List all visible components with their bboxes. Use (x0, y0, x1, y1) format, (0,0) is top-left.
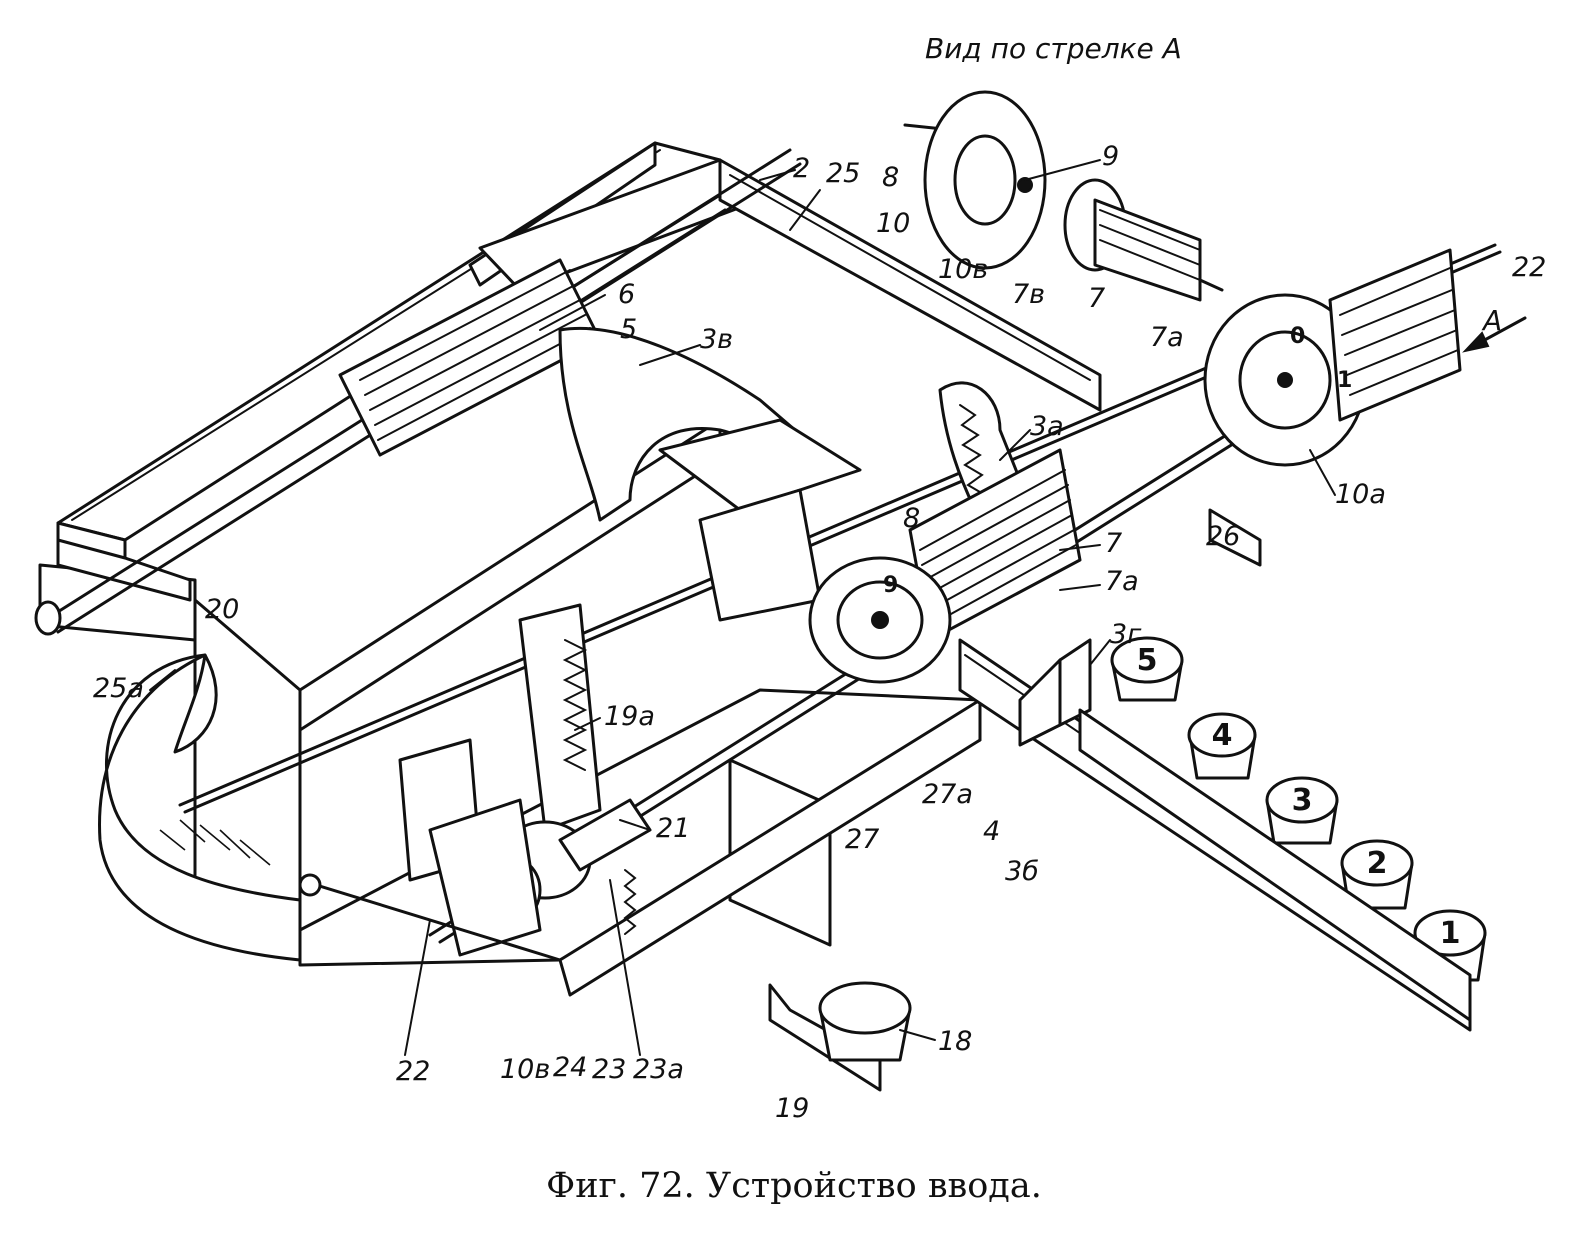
label-23a: 23а (633, 1054, 684, 1085)
label-7: 7 (1105, 528, 1122, 559)
label-10: 10 (876, 208, 910, 239)
label-3b: 3б (1005, 856, 1039, 887)
label-2: 2 (793, 153, 810, 184)
label-3g: 3г (1110, 619, 1142, 650)
shafts (34, 148, 1502, 944)
arrow-a (1462, 316, 1527, 353)
label-25a: 25а (93, 673, 144, 704)
base-hatching (159, 819, 271, 866)
label-10v: 10в (500, 1054, 550, 1085)
label-3a: 3а (1030, 411, 1064, 442)
label-6: 6 (618, 279, 635, 310)
key-2[interactable]: 2 (1340, 839, 1414, 910)
label-a: А (1481, 304, 1502, 337)
label-24: 24 (553, 1052, 587, 1083)
label-4: 4 (983, 816, 1000, 847)
label-7a-inset: 7а (1150, 322, 1184, 353)
key-5[interactable]: 5 (1110, 636, 1184, 702)
label-10a: 10а (1335, 479, 1386, 510)
number-keys: 5 4 3 2 1 (768, 636, 1487, 1092)
dial-digit-9: 9 (883, 573, 898, 598)
view-title: Вид по стрелке А (925, 32, 1182, 65)
label-25: 25 (826, 158, 860, 189)
label-22-top: 22 (1512, 252, 1546, 283)
label-20: 20 (205, 594, 239, 625)
label-7-inset: 7 (1088, 283, 1105, 314)
inset-view-a (903, 90, 1224, 302)
label-10v-inset: 10в (938, 254, 988, 285)
label-21: 21 (656, 813, 690, 844)
label-8-inset: 8 (882, 162, 899, 193)
label-7a: 7а (1105, 566, 1139, 597)
label-23: 23 (592, 1054, 626, 1085)
key-4[interactable]: 4 (1187, 712, 1257, 780)
label-27a: 27а (922, 779, 973, 810)
label-26: 26 (1206, 521, 1240, 552)
label-18: 18 (938, 1026, 972, 1057)
dial-digits: 0 9 1 (883, 324, 1352, 598)
lower-left-levers (298, 738, 637, 962)
central-mechanism (468, 418, 1082, 997)
label-3v: 3в (700, 324, 733, 355)
key-5-label: 5 (1137, 643, 1158, 678)
dial-digit-0: 0 (1290, 324, 1305, 349)
key-3-label: 3 (1292, 783, 1313, 818)
label-22-bottom: 22 (396, 1056, 430, 1087)
dial-digit-1: 1 (1337, 368, 1352, 393)
part-labels: 2 25 6 5 3в 8 9 10 10в 7в 7 7а 22 А 3а 8… (93, 141, 1546, 1124)
label-7v: 7в (1012, 279, 1045, 310)
label-19a: 19а (604, 701, 655, 732)
figure-caption: Фиг. 72. Устройство ввода. (546, 1166, 1042, 1206)
key-1-label: 1 (1440, 916, 1461, 951)
key-18[interactable] (768, 981, 912, 1092)
label-27: 27 (845, 824, 879, 855)
label-8: 8 (903, 503, 920, 534)
label-9: 9 (1102, 141, 1119, 172)
label-5: 5 (620, 314, 637, 345)
key-2-label: 2 (1367, 846, 1388, 881)
leader-lines (149, 159, 1336, 1056)
key-3[interactable]: 3 (1265, 776, 1339, 845)
key-4-label: 4 (1212, 718, 1233, 753)
label-19: 19 (775, 1093, 809, 1124)
